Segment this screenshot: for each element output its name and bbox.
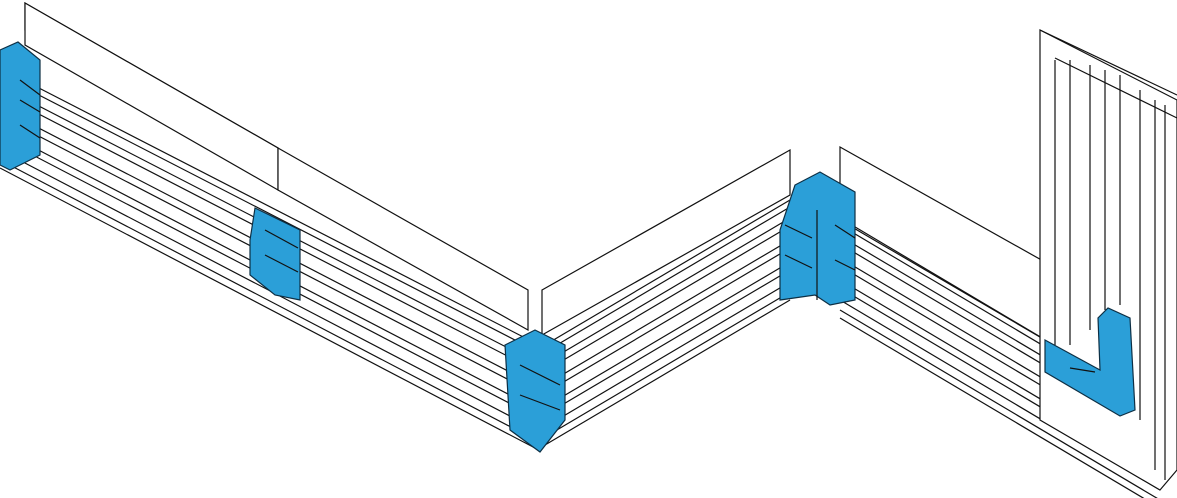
wall-panel [24,1,279,192]
connector-detail-line [519,394,561,411]
trunking-line [544,247,791,394]
left-end-connector [0,41,41,171]
connector-detail-line [519,364,561,386]
external-corner-connector [504,329,566,453]
trunking-line [544,217,791,364]
trunking-line [544,281,791,428]
trunking-line [839,317,1145,498]
trunking-line [0,74,536,351]
trunking-line [839,309,1158,498]
trunking-line [544,299,791,446]
connector-detail-line [19,99,41,113]
wall-panels [24,1,1046,342]
trunking-line [544,291,791,438]
connector-detail-line [264,254,299,273]
connector-detail-line [19,124,41,139]
door-end-connector [1044,307,1136,417]
door-frame-outline [1039,29,1177,491]
connector-detail-line [784,254,813,269]
trunking-line [544,239,791,386]
trunking-line [0,167,536,449]
trunking-line [544,199,791,346]
trunking-line [544,261,791,408]
joint-connector [249,207,301,301]
trunking-line [544,206,791,353]
trunking-line [0,159,536,441]
connector-detail-line [264,229,299,249]
door-frame [1039,29,1177,491]
wall-panel [541,148,791,337]
connector-detail-line [1069,367,1096,373]
wall-panel [277,146,529,332]
connector-detail-line [834,259,856,271]
trunking-line [544,225,791,372]
trunking-line [544,269,791,416]
connector-detail-line [834,224,856,239]
door-frame-line [1039,29,1177,96]
connectors [0,41,1136,453]
trunking-line [0,67,536,344]
connector-detail-line [784,224,813,239]
door-frame-line [1054,57,1177,119]
connector-detail-line [19,79,41,96]
